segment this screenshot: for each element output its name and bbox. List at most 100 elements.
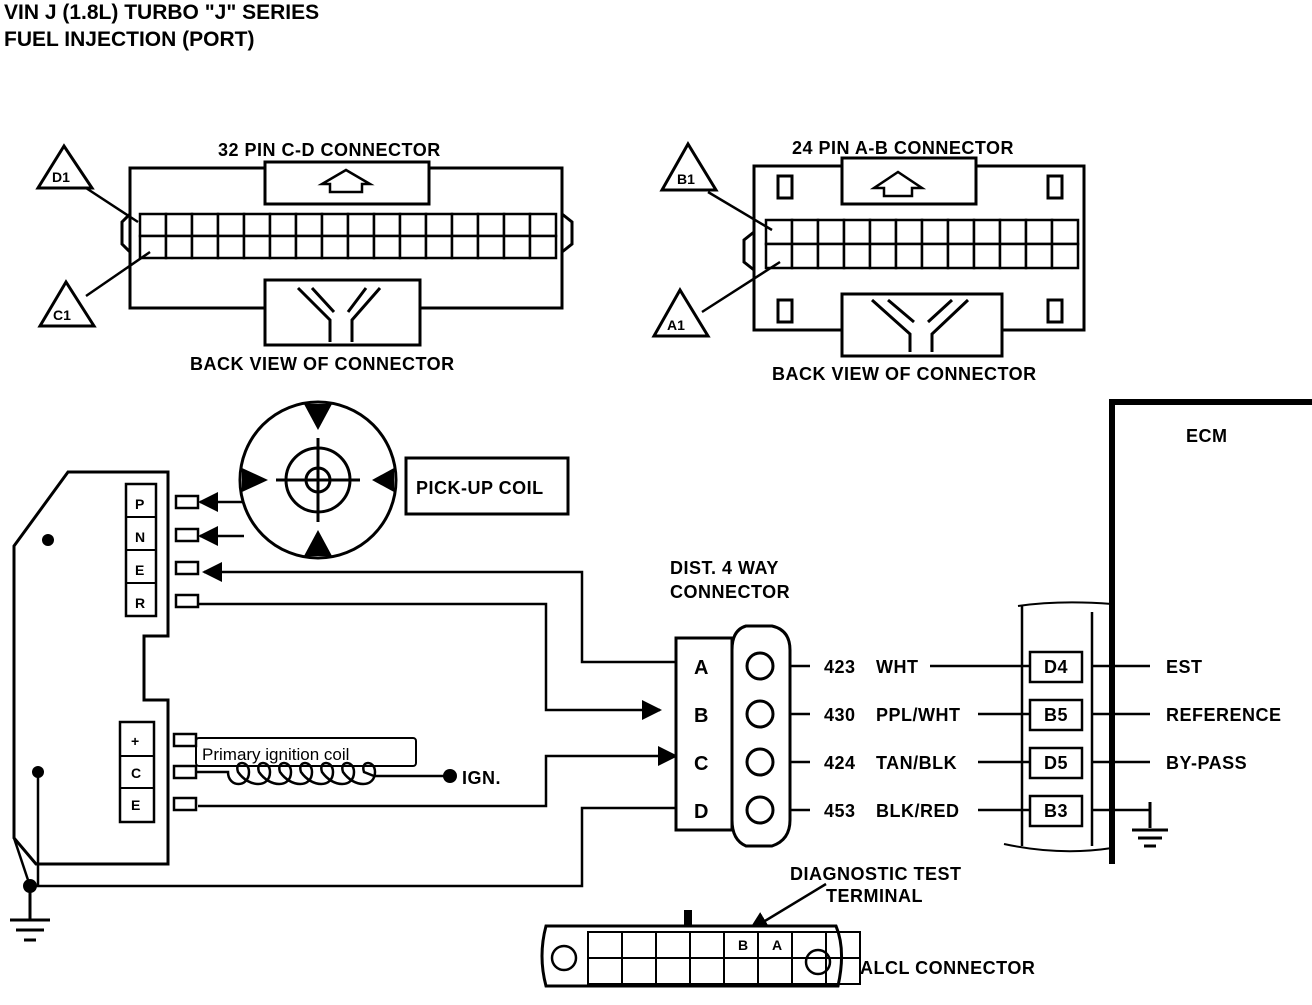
wire-color: WHT xyxy=(876,657,918,677)
pin-cavity xyxy=(242,234,272,260)
connector-cd-latch xyxy=(263,160,431,206)
pin-cavity xyxy=(190,212,220,238)
pin-cavity xyxy=(842,242,872,270)
ign-terminal xyxy=(443,769,457,783)
pin-cavity xyxy=(816,242,846,270)
header-line-1: VIN J (1.8L) TURBO "J" SERIES xyxy=(4,1,319,24)
pin-cavity xyxy=(294,212,324,238)
pin-indicator-a1 xyxy=(651,287,711,338)
ign-label: IGN. xyxy=(462,768,501,788)
pin-indicator-d1 xyxy=(35,143,95,190)
circuit-number: 453 xyxy=(824,801,856,821)
pin-cavity xyxy=(268,234,298,260)
pin-cavity xyxy=(398,212,428,238)
alcl-body xyxy=(540,924,843,988)
connector-cd: 32 PIN C-D CONNECTOR D1 C1 BACK VIEW OF … xyxy=(35,140,574,374)
pin-cavity xyxy=(502,234,532,260)
pickup-coil-box xyxy=(404,456,570,516)
pin-cavity xyxy=(972,242,1002,270)
up-arrow-icon xyxy=(869,170,927,198)
pin-label-b1: B1 xyxy=(677,171,695,187)
pin-cavity xyxy=(972,218,1002,246)
pin-cavity xyxy=(216,212,246,238)
module-pin-label: E xyxy=(131,797,140,813)
diag-label-2: TERMINAL xyxy=(826,886,923,906)
alcl-pin-b: B xyxy=(738,937,748,953)
module-terminal xyxy=(174,527,200,543)
connector-ab-pin-grid xyxy=(764,218,1080,270)
ecm-pin-label: B3 xyxy=(1044,801,1068,821)
circuit-number: 424 xyxy=(824,753,856,773)
connector-cd-caption: BACK VIEW OF CONNECTOR xyxy=(190,354,455,374)
connector-cd-pin-grid xyxy=(138,212,558,260)
dist-pin-label: D xyxy=(694,801,708,823)
pin-cavity xyxy=(320,212,350,238)
pin-cavity xyxy=(502,212,532,238)
circuit-number: 423 xyxy=(824,657,856,677)
pin-cavity xyxy=(138,212,168,238)
pin-indicator-c1 xyxy=(37,279,97,328)
module-pin-label: + xyxy=(131,733,139,749)
pin-cavity xyxy=(372,234,402,260)
primary-coil-label: Primary ignition coil xyxy=(202,745,349,764)
connector-ab-title: 24 PIN A-B CONNECTOR xyxy=(792,138,1014,158)
connector-ab-caption: BACK VIEW OF CONNECTOR xyxy=(772,364,1037,384)
connector-ab-wire-exit xyxy=(840,292,1004,358)
pin-cavity xyxy=(790,218,820,246)
pin-cavity xyxy=(372,212,402,238)
module-terminal xyxy=(174,560,200,576)
pin-cavity xyxy=(946,218,976,246)
module-pin-label: C xyxy=(131,765,141,781)
pin-cavity xyxy=(450,234,480,260)
wire-color: BLK/RED xyxy=(876,801,960,821)
pin-cavity xyxy=(320,234,350,260)
pin-cavity xyxy=(946,242,976,270)
pin-cavity xyxy=(842,218,872,246)
connector-cd-wire-exit xyxy=(263,278,422,347)
pin-cavity xyxy=(424,234,454,260)
dist-pin-socket xyxy=(745,699,775,729)
dist-pin-label: A xyxy=(694,657,708,679)
ecm-signal-label: BY-PASS xyxy=(1166,753,1247,773)
pin-cavity xyxy=(998,218,1028,246)
pin-cavity xyxy=(1050,242,1080,270)
pin-cavity xyxy=(476,212,506,238)
pin-cavity xyxy=(894,242,924,270)
pin-cavity xyxy=(868,218,898,246)
pin-cavity xyxy=(920,218,950,246)
module-pin-label: N xyxy=(135,529,145,545)
diag-label-1: DIAGNOSTIC TEST xyxy=(790,864,962,884)
ecm-signal-label: REFERENCE xyxy=(1166,705,1282,725)
pin-cavity xyxy=(528,212,558,238)
pin-label-a1: A1 xyxy=(667,317,685,333)
module-terminal xyxy=(174,593,200,609)
pickup-coil: PICK-UP COIL xyxy=(238,400,570,560)
pin-cavity xyxy=(920,242,950,270)
ecm-pin-label: D5 xyxy=(1044,753,1068,773)
pin-cavity xyxy=(450,212,480,238)
module-pin-label: R xyxy=(135,595,145,611)
header: VIN J (1.8L) TURBO "J" SERIES FUEL INJEC… xyxy=(4,1,319,51)
dist-pin-socket xyxy=(745,795,775,825)
pin-cavity xyxy=(528,234,558,260)
pin-cavity xyxy=(346,212,376,238)
pin-cavity xyxy=(398,234,428,260)
connector-ab: 24 PIN A-B CONNECTOR B1 A1 BACK VIEW OF … xyxy=(651,138,1086,384)
pin-cavity xyxy=(894,218,924,246)
pin-cavity xyxy=(476,234,506,260)
pin-cavity xyxy=(216,234,246,260)
ecm-pin-label: D4 xyxy=(1044,657,1068,677)
pin-cavity xyxy=(1024,242,1054,270)
harness-wires xyxy=(30,562,678,888)
module-pin-label: P xyxy=(135,496,144,512)
pin-cavity xyxy=(868,242,898,270)
dist-pin-label: B xyxy=(694,705,708,727)
circuit-number: 430 xyxy=(824,705,856,725)
alcl-pin-a: A xyxy=(772,937,782,953)
ecm-signal-label: EST xyxy=(1166,657,1203,677)
pin-cavity xyxy=(764,218,794,246)
alcl-cavity xyxy=(825,957,861,985)
